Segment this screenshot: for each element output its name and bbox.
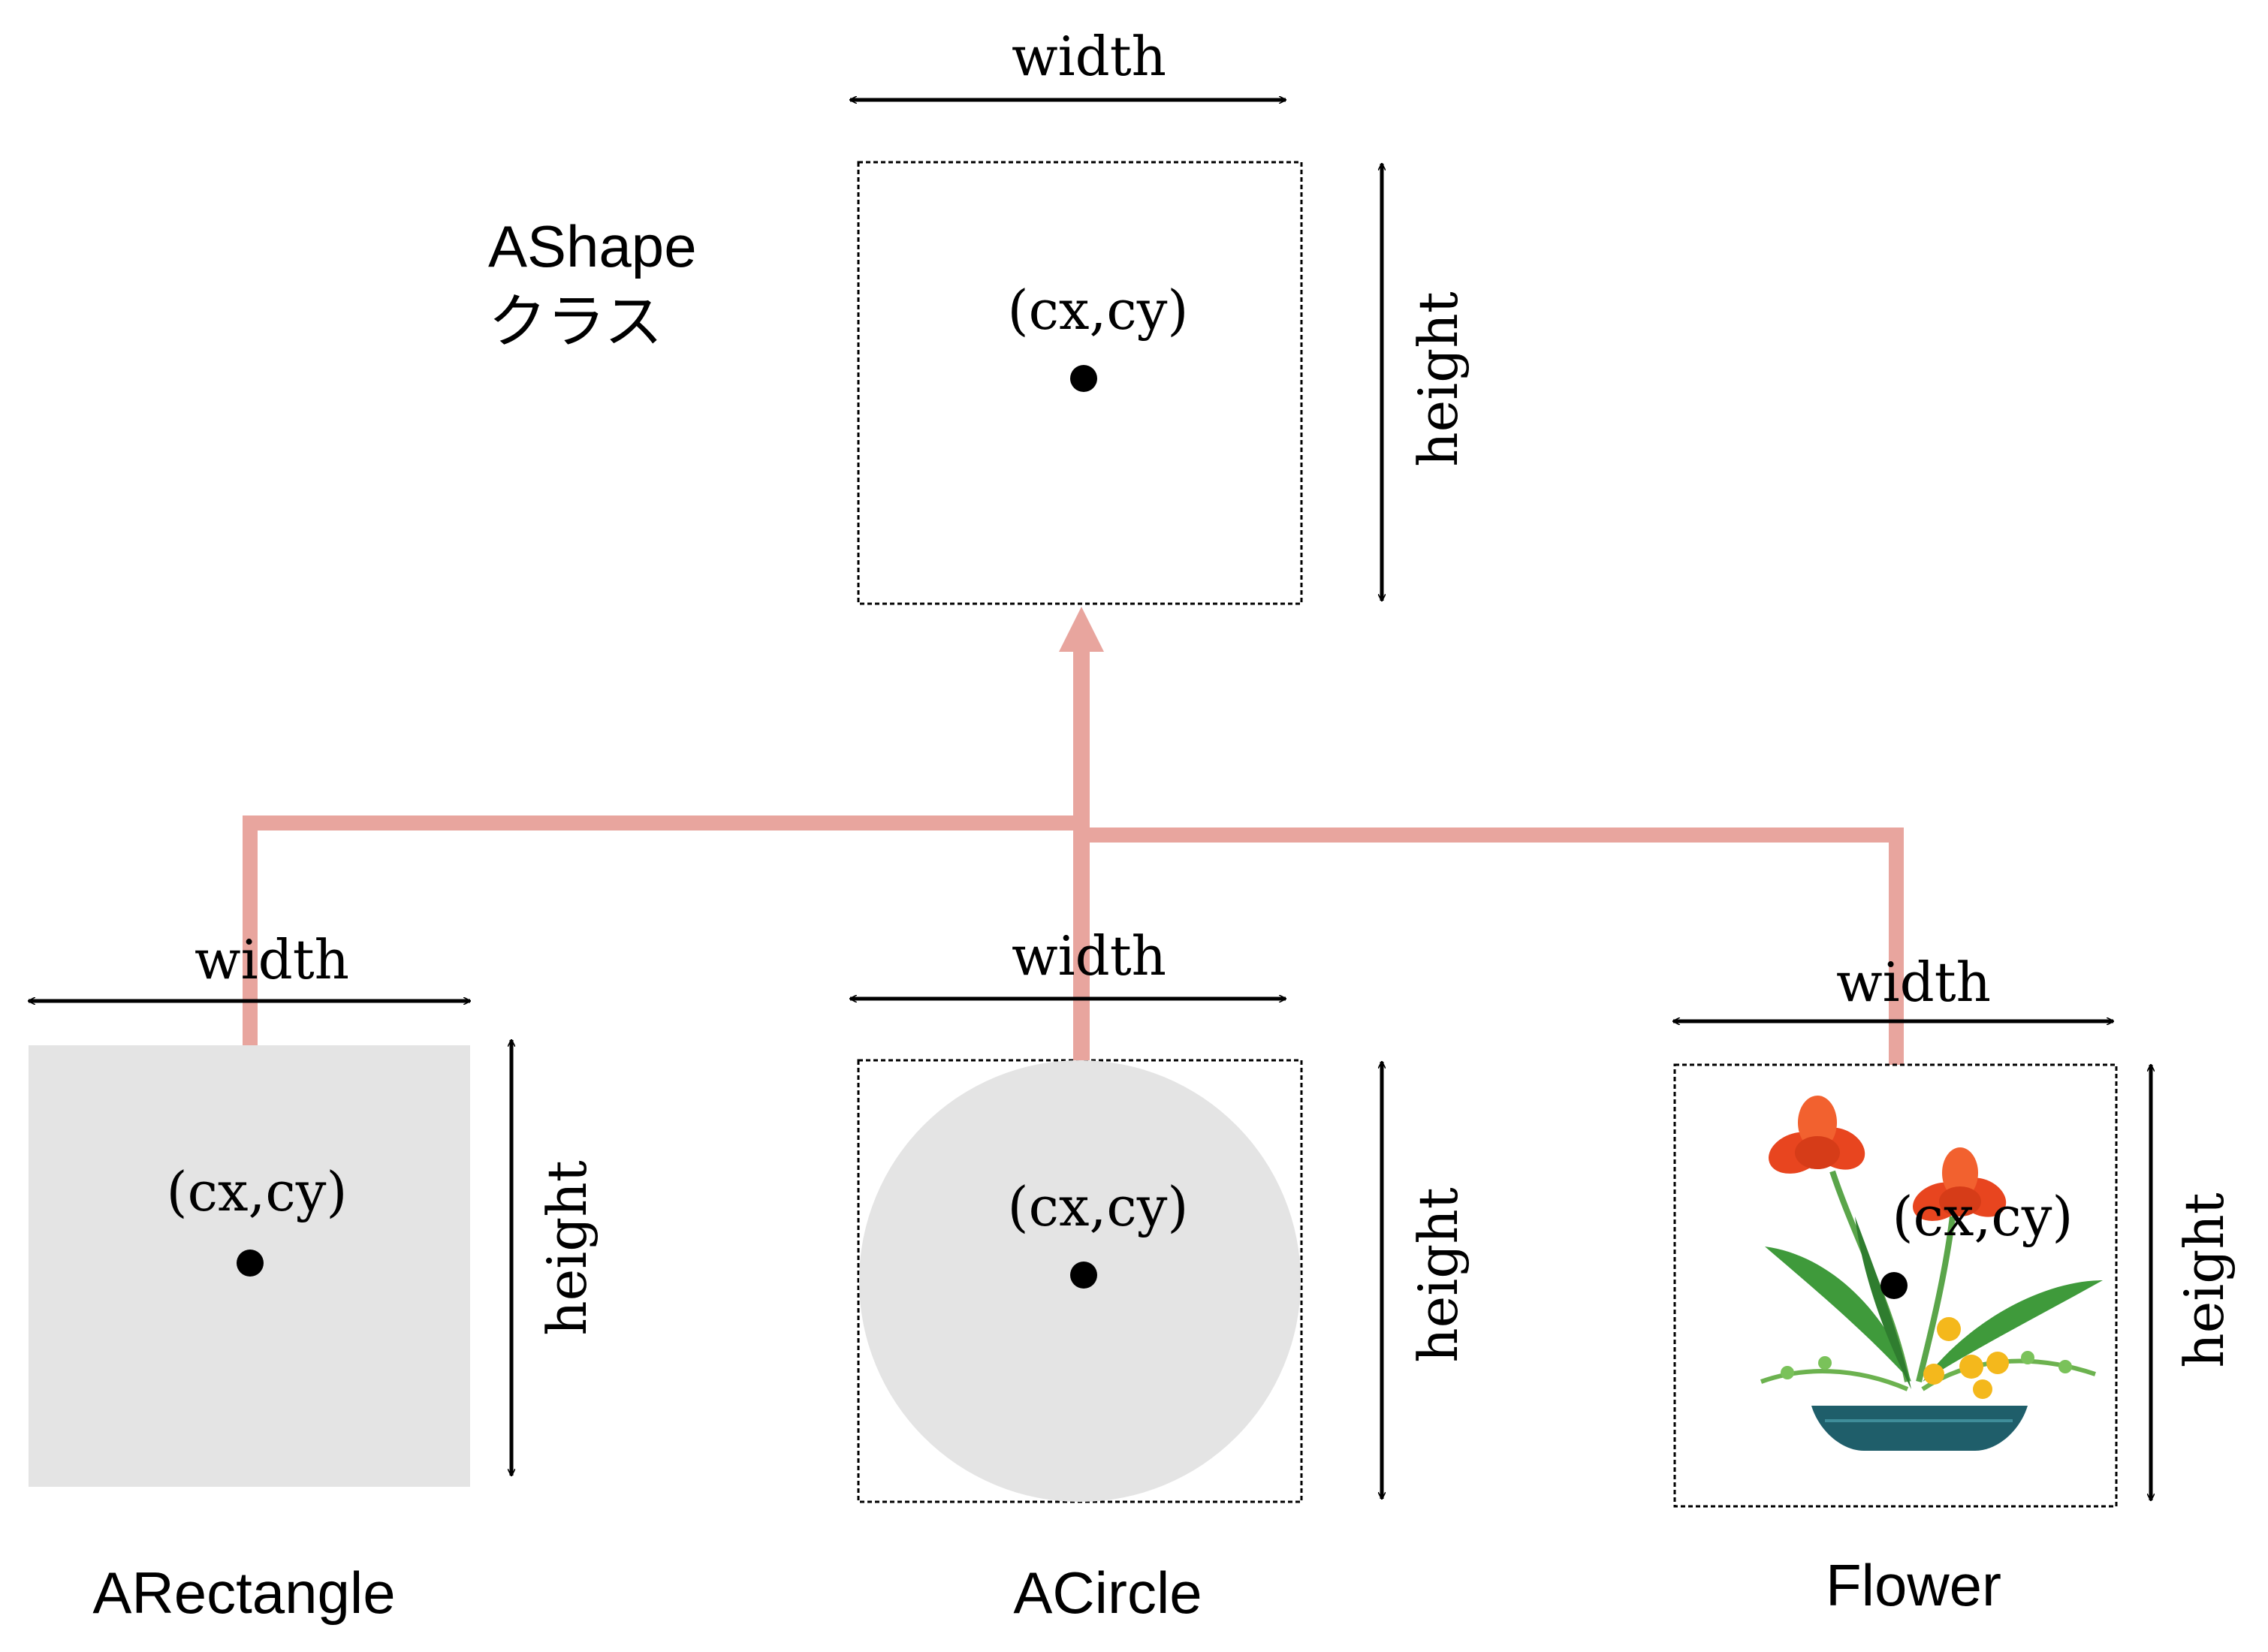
- arectangle-class: width (cx,cy) height ARectangle: [29, 928, 599, 1626]
- acircle-class: width (cx,cy) height ACircle: [850, 924, 1470, 1626]
- ashape-bounding-box: [857, 161, 1303, 605]
- acircle-width-label: width: [1012, 924, 1166, 987]
- flower-bounding-box: [1673, 1063, 2118, 1508]
- connector-flower: [1081, 828, 1904, 1065]
- acircle-center-point: [1070, 1262, 1097, 1289]
- ashape-width-label: width: [1012, 25, 1166, 88]
- inheritance-arrowhead: [1059, 607, 1104, 652]
- connector-rectangle: [243, 815, 1081, 1045]
- ashape-class-label: クラス: [488, 288, 662, 354]
- arectangle-center-point: [237, 1250, 264, 1277]
- ashape-class-name: AShape: [488, 213, 697, 279]
- flower-center-label: (cx,cy): [1893, 1185, 2073, 1248]
- acircle-center-label: (cx,cy): [1008, 1175, 1189, 1238]
- arectangle-center-label: (cx,cy): [167, 1160, 348, 1223]
- ashape-height-label: height: [1407, 291, 1470, 466]
- flower-center-point: [1880, 1272, 1908, 1299]
- ashape-class: AShape クラス width (cx,cy) height: [488, 25, 1470, 605]
- arectangle-width-label: width: [195, 928, 349, 991]
- flower-class: width: [1673, 951, 2236, 1618]
- flower-width-label: width: [1836, 951, 1991, 1014]
- flower-arrangement-icon: [1760, 1096, 2103, 1451]
- flower-height-label: height: [2173, 1192, 2236, 1367]
- acircle-height-label: height: [1407, 1187, 1470, 1362]
- inheritance-connectors: [243, 607, 1904, 1065]
- flower-class-name: Flower: [1826, 1552, 2001, 1618]
- acircle-class-name: ACircle: [1013, 1560, 1202, 1626]
- arectangle-class-name: ARectangle: [92, 1560, 395, 1626]
- ashape-center-label: (cx,cy): [1008, 279, 1189, 342]
- ashape-center-point: [1070, 365, 1097, 392]
- arectangle-height-label: height: [535, 1160, 599, 1335]
